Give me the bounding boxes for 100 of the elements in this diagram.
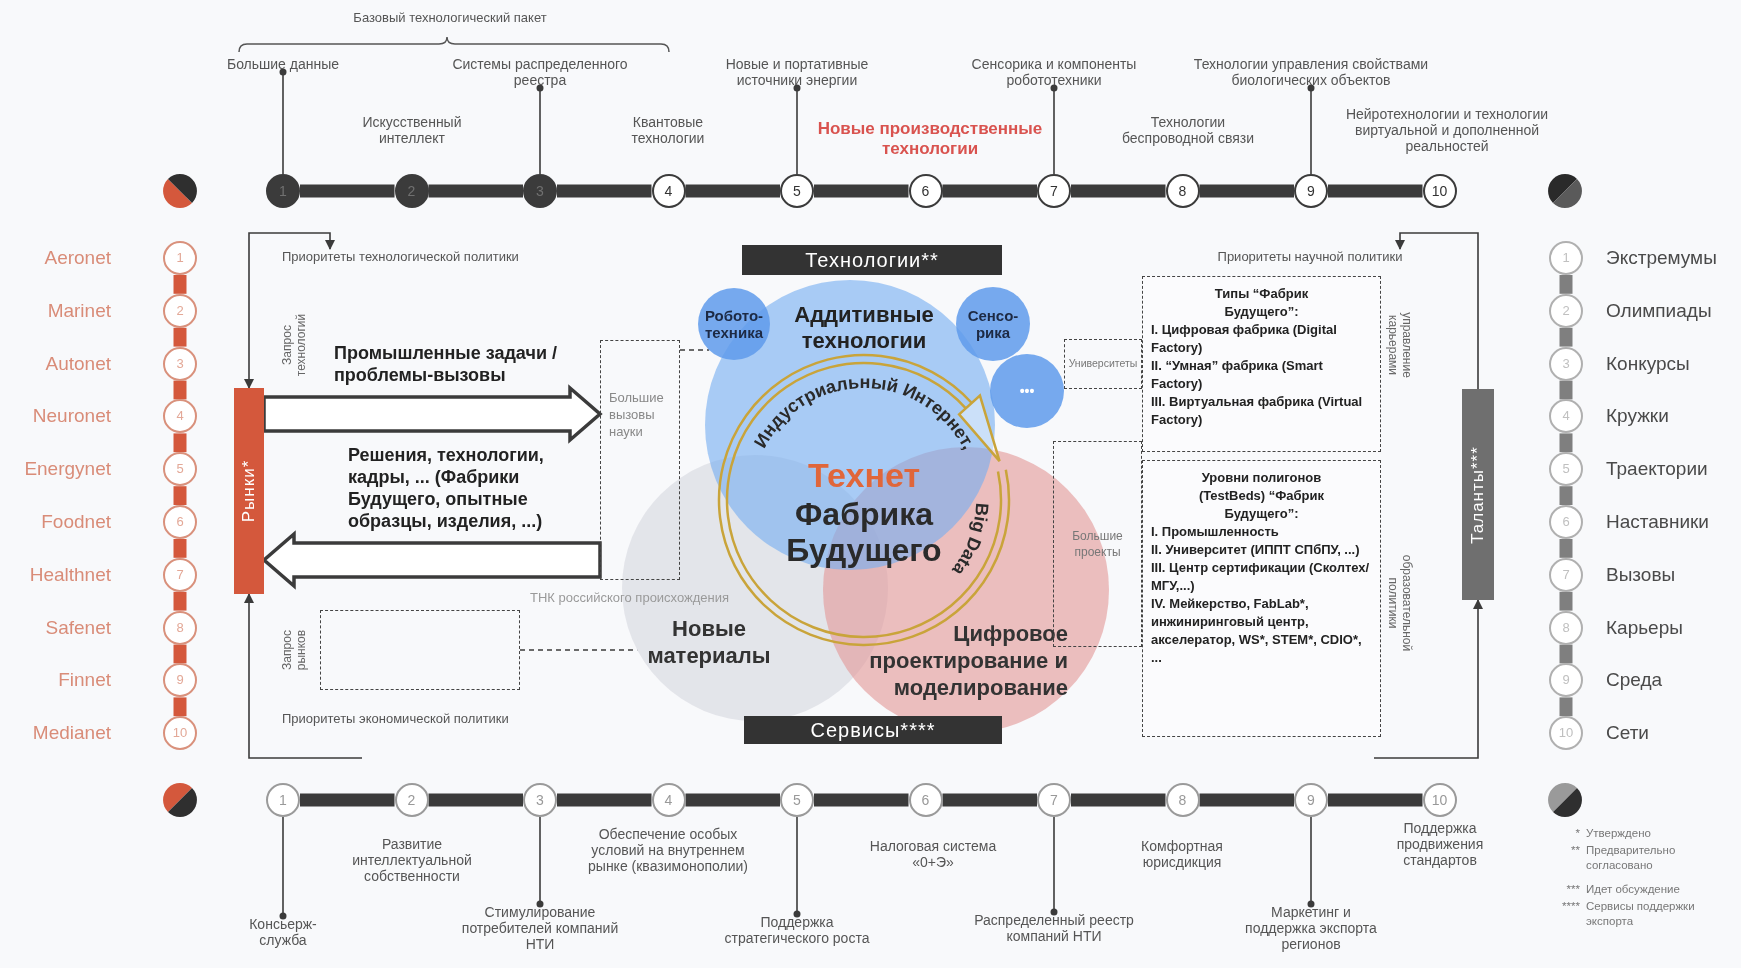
timeline-bar [173,433,187,453]
policy-label: Приоритеты технологической политики [282,249,582,265]
timeline-bar [428,184,523,198]
pin-line [536,84,544,175]
timeline-label: Новые и портативные источники энергии [697,56,897,88]
timeline-bar [1559,697,1573,717]
timeline-label: Комфортная юрисдикция [1140,838,1224,870]
block-arrow [261,530,602,590]
timeline-bar [1559,380,1573,400]
timeline-bar [428,793,523,807]
footnote-mark: *** [1565,882,1580,897]
number-circle: 10 [1422,174,1457,208]
market-label: Aeronet [43,246,111,270]
bar-label: Рынки* [239,459,259,523]
timeline-bar [1071,793,1166,807]
number-circle: 5 [163,452,197,487]
timeline-bar [173,486,187,505]
timeline-bar [1328,793,1423,807]
timeline-label: Поддержка стратегического роста [707,914,887,946]
timeline-label: Сенсорика и компоненты робототехники [954,56,1154,88]
timeline-bar [173,380,187,400]
timeline-bar [557,184,652,198]
timeline-bar [173,327,187,347]
pin-line [279,816,287,920]
block-arrow [262,384,603,444]
timeline-label: Системы распределенного реестра [440,56,640,88]
market-label: Energynet [23,457,111,482]
footnote-text: Предварительно согласовано [1586,843,1677,873]
timeline-bar [173,275,187,294]
talent-label: Конкурсы [1606,351,1691,376]
number-circle: 8 [1165,783,1200,817]
side-label: Запрос рынков [280,628,308,673]
timeline-label: Распределенный реестр компаний НТИ [954,912,1154,944]
dashed-box [320,610,520,690]
number-circle: 6 [908,783,943,817]
pin-line [1307,84,1315,175]
info-box [1142,276,1381,452]
talent-label: Карьеры [1606,615,1684,640]
highlight-title: Технет [806,456,922,494]
list-item: II. “Умная” фабрика (Smart Factory) [1151,357,1324,393]
number-circle: 8 [1549,610,1583,645]
policy-label: Приоритеты научной политики [1190,249,1430,265]
timeline-bar [1559,275,1573,294]
number-circle: 7 [1037,174,1071,208]
timeline-bar [173,644,187,664]
timeline-bar [685,793,780,807]
number-circle: 4 [163,399,197,434]
connector-arrow [1373,599,1483,759]
number-circle: 10 [163,716,197,751]
talent-label: Траектории [1606,457,1709,482]
number-circle: 10 [1549,716,1583,751]
vertical-bar [1462,389,1494,600]
timeline-bar [173,591,187,611]
timeline-label: Маркетинг и поддержка экспорта регионов [1241,904,1381,952]
pin-line [793,84,801,175]
timeline-bar [942,793,1037,807]
number-circle: 1 [163,241,197,275]
timeline-bar [1559,486,1573,505]
number-circle: 6 [908,174,943,208]
talent-label: Вызовы [1606,562,1677,587]
pin-line [279,68,287,175]
timeline-label: Новые производственные технологии [816,119,1044,159]
timeline-bar [173,539,187,558]
side-label: управление карьерами [1386,311,1414,380]
talent-label: Олимпиады [1606,298,1713,323]
note-label: ТНК российского происхождения [530,590,731,606]
timeline-label: Обеспечение особых условий на внутреннем рынке (квазимонополии) [587,826,749,874]
timeline-bar [1199,793,1294,807]
number-circle: 2 [163,293,197,328]
side-label: образовательной политики [1386,553,1414,654]
box-heading: Типы “Фабрик Будущего”: [1213,285,1310,321]
market-label: Marinet [46,298,111,323]
footnote-text: Сервисы поддержки экспорта [1586,899,1696,929]
market-label: Foodnet [40,510,111,534]
timeline-label: Развитие интеллектуальной собственности [351,836,473,884]
header-bar: Технологии** [742,245,1002,275]
pin-line [1050,816,1058,916]
number-circle: 6 [163,505,197,539]
header-bar: Сервисы**** [744,716,1002,744]
timeline-bar [1199,184,1294,198]
number-circle: 1 [1549,241,1583,275]
market-label: Finnet [57,668,111,693]
number-circle: 6 [1549,505,1583,539]
number-circle: 7 [1037,783,1071,817]
timeline-label: Технологии управления свойствами биологических объектов [1166,56,1456,88]
number-circle: 7 [163,557,197,592]
footnote-mark: **** [1561,899,1580,914]
footnote-text: Идет обсуждение [1586,882,1681,897]
number-circle: 7 [1549,557,1583,592]
talent-label: Кружки [1606,404,1670,429]
bracket-label: Базовый технологический пакет [352,10,548,26]
timeline-bar [1071,184,1166,198]
list-item: IV. Мейкерство, FabLab*, инжиниринговый центр, акселератор, WS*, STEM*, CDIO*, ... [1151,595,1363,667]
list-item: III. Виртуальная фабрика (Virtual Factory) [1151,393,1364,429]
dashed-connector [679,349,710,351]
pin-line [1050,84,1058,175]
policy-label: Приоритеты экономической политики [282,711,510,727]
timeline-bar [685,184,780,198]
number-circle: 9 [1294,783,1328,817]
number-circle: 2 [1549,293,1583,328]
